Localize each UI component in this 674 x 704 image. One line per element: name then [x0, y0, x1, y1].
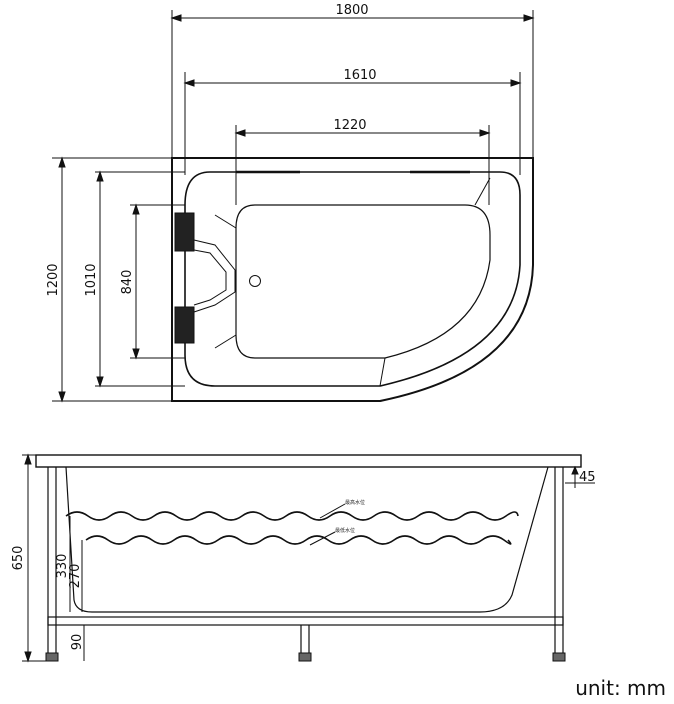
dim-total-height: 650 [11, 546, 26, 571]
side-view: 45 最高水位 最低水位 650 330 270 [11, 453, 596, 663]
foot-icon [45, 652, 59, 662]
headrest-pad-icon [174, 306, 195, 344]
dim-overall-width: 1200 [46, 263, 61, 296]
dim-basin-length: 1220 [333, 118, 366, 133]
headrest-pad-icon [174, 212, 195, 252]
top-view: 1800 1610 1220 1200 1010 840 [46, 3, 535, 403]
tub-body [65, 466, 549, 613]
low-water-label: 最低水位 [335, 527, 355, 534]
dim-basin-width: 840 [120, 270, 135, 295]
foot-icon [552, 652, 566, 662]
dim-leg-height: 90 [70, 634, 85, 651]
dim-water-level-high: 330 [55, 554, 70, 579]
unit-label: unit: mm [575, 676, 666, 700]
dim-water-level-low: 270 [68, 564, 83, 589]
dim-rim-thickness: 45 [579, 470, 596, 485]
drain-icon [249, 275, 261, 287]
foot-icon [298, 652, 312, 662]
high-water-label: 最高水位 [345, 499, 365, 506]
dim-overall-length: 1800 [335, 3, 368, 18]
dim-inner-length: 1610 [343, 68, 376, 83]
rim [35, 454, 582, 468]
dim-inner-width: 1010 [84, 263, 99, 296]
tub-outline [171, 157, 534, 402]
